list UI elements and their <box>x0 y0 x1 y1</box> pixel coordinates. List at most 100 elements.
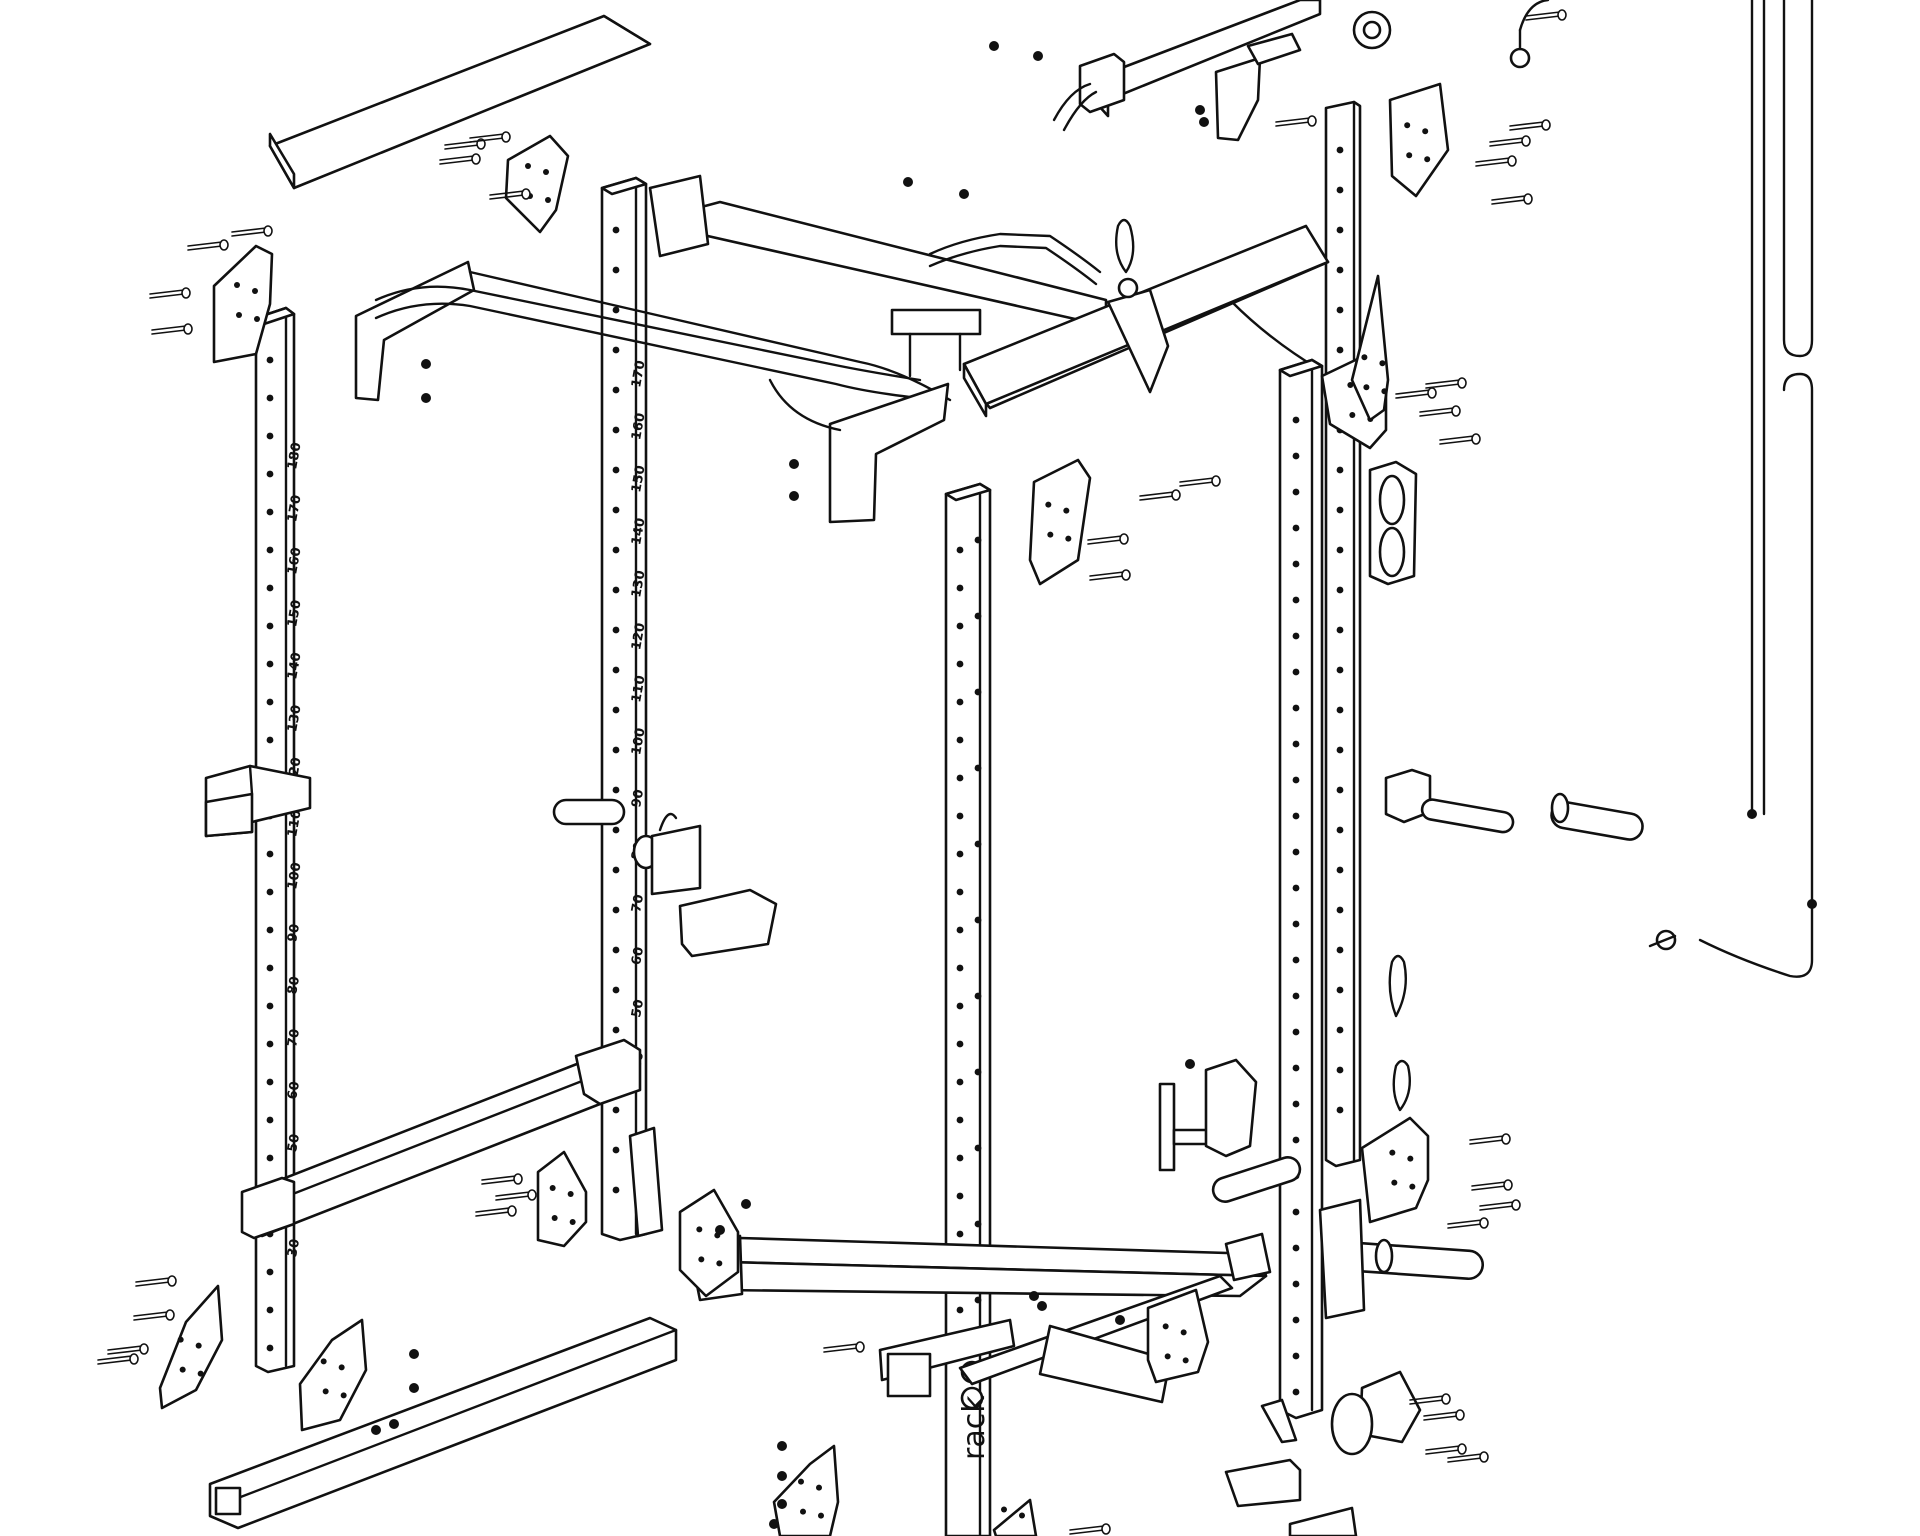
upright-hole <box>956 850 964 858</box>
upright-hole <box>956 584 964 592</box>
upright-hole <box>612 586 620 594</box>
plate-hole <box>545 197 551 203</box>
upright-hole <box>612 746 620 754</box>
height-scale-label: 150 <box>285 599 304 628</box>
plate-icon <box>1360 1116 1430 1224</box>
plate-hole <box>716 1260 723 1267</box>
plate-icon <box>1388 82 1450 198</box>
bolt-icon <box>151 323 193 335</box>
nut-icon <box>371 1425 381 1435</box>
bolt-icon <box>1471 1179 1513 1191</box>
upright-hole <box>1292 992 1300 1000</box>
upright-hole <box>266 432 274 440</box>
height-scale-label: 110 <box>629 674 648 703</box>
nut-icon <box>1033 51 1043 61</box>
plate-icon <box>992 1498 1038 1536</box>
upright-hole <box>612 506 620 514</box>
nut-icon <box>715 1225 725 1235</box>
upright-hole <box>956 1192 964 1200</box>
bolt-icon <box>1475 155 1517 167</box>
upright-hole <box>974 1068 982 1076</box>
plate-hole <box>1422 128 1429 135</box>
plate-hole <box>1019 1512 1025 1519</box>
height-scale-label: 50 <box>629 998 647 1018</box>
nut-icon <box>769 1519 779 1529</box>
upright-hole <box>266 356 274 364</box>
plate-hole <box>1180 1329 1187 1336</box>
bolt-icon <box>439 153 481 165</box>
upright-hole <box>974 688 982 696</box>
pullup-bar-assembly <box>354 260 952 524</box>
upright-hole <box>1336 586 1344 594</box>
plate-hole <box>1182 1357 1189 1364</box>
upright-hole <box>956 1078 964 1086</box>
upright-hole <box>1292 920 1300 928</box>
plate-hole <box>549 1185 556 1191</box>
bolt-icon <box>97 1353 139 1365</box>
upright-hole <box>974 1296 982 1304</box>
upright-hole <box>612 826 620 834</box>
upright-hole <box>1292 596 1300 604</box>
upright-hole <box>1292 1280 1300 1288</box>
bolt-icon <box>1525 9 1567 21</box>
upright-hole <box>612 1186 620 1194</box>
plate-icon <box>1146 1288 1210 1384</box>
upright-hole <box>1336 346 1344 354</box>
upright-hole <box>956 622 964 630</box>
plate-hole <box>798 1478 804 1485</box>
height-scale-label: 120 <box>629 622 648 651</box>
upright-hole <box>1292 1244 1300 1252</box>
upright-hole <box>612 906 620 914</box>
nut-icon <box>789 459 799 469</box>
plate-hole <box>179 1366 186 1373</box>
plate-hole <box>1389 1149 1396 1156</box>
bolt-icon <box>1423 1409 1465 1421</box>
upright-hole <box>1292 848 1300 856</box>
upright-hole <box>956 812 964 820</box>
upright-hole <box>1292 812 1300 820</box>
bolt-icon <box>187 239 229 251</box>
plate-icon <box>1350 274 1390 422</box>
bolt-icon <box>1179 475 1221 487</box>
brand-logo-text: rack <box>957 1395 992 1460</box>
bolt-icon <box>1509 119 1551 131</box>
upright-hole <box>1292 668 1300 676</box>
upright-hole <box>612 866 620 874</box>
right-weight-horn <box>1384 768 1644 841</box>
height-scale-label: 90 <box>629 788 647 808</box>
plate-hole <box>338 1364 345 1371</box>
upright-hole <box>266 508 274 516</box>
plate-hole <box>567 1191 574 1197</box>
upright-hole <box>1336 946 1344 954</box>
upright-hole <box>612 1106 620 1114</box>
upright-hole <box>612 946 620 954</box>
nut-icon <box>1037 1301 1047 1311</box>
plate-hole <box>1065 535 1072 542</box>
plate-hole <box>1391 1179 1398 1186</box>
plate-hole <box>1164 1353 1171 1360</box>
upright-hole <box>1292 956 1300 964</box>
plate-hole <box>800 1508 806 1515</box>
upright-hole <box>956 546 964 554</box>
upright-hole <box>1336 506 1344 514</box>
plate-hole <box>1162 1323 1169 1330</box>
upright-hole <box>1336 1026 1344 1034</box>
upright-hole <box>974 916 982 924</box>
nut-icon <box>1195 105 1205 115</box>
plate-hole <box>1047 531 1054 538</box>
bolt-icon <box>1419 405 1461 417</box>
upright-hole <box>956 1154 964 1162</box>
upright-hole <box>1292 524 1300 532</box>
top-side-beams <box>648 174 1330 418</box>
nut-icon <box>1185 1059 1195 1069</box>
plate-icon <box>536 1150 588 1248</box>
bolt-icon <box>1395 387 1437 399</box>
upright-hole <box>612 786 620 794</box>
upright-hole <box>612 706 620 714</box>
upright-hole <box>266 850 274 858</box>
nut-icon <box>959 189 969 199</box>
upright-hole <box>1336 146 1344 154</box>
top-rear-crossmember <box>1052 0 1550 142</box>
upright-hole <box>1336 546 1344 554</box>
upright-hole <box>1336 226 1344 234</box>
